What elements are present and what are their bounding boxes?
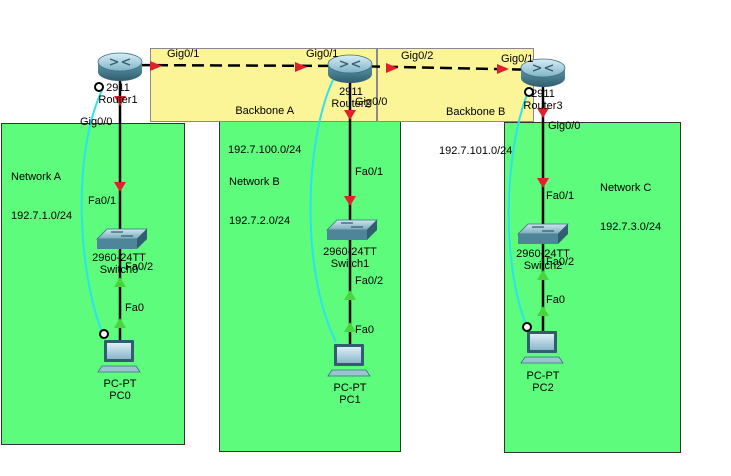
switch2-model: 2960-24TT [516, 248, 570, 260]
pc0-model: PC-PT [103, 378, 137, 390]
link-status-down-r3-gig01 [497, 64, 509, 74]
backbone-a-subnet: 192.7.100.0/24 [228, 144, 302, 156]
console-port-pc0[interactable] [99, 329, 109, 339]
port-label-r3-gig00: Gig0/0 [548, 120, 581, 132]
network-b-name: Network B [229, 176, 280, 188]
switch0-name: Switch0 [99, 264, 139, 276]
port-label-r3-gig01: Gig0/1 [501, 53, 534, 65]
router2-model: 2911 [339, 86, 363, 98]
link-status-up-pc2-fa0 [537, 306, 549, 316]
router1-model: 2911 [106, 82, 130, 94]
link-status-down-sw0-fa01 [114, 182, 126, 192]
network-b-area [219, 121, 401, 452]
port-label-sw1-fa02: Fa0/2 [355, 275, 384, 287]
router3-label[interactable]: 2911 Router3 [508, 88, 578, 112]
switch2-name: Switch2 [523, 260, 563, 272]
backbone-b-area [377, 48, 534, 122]
link-status-up-pc1-fa0 [344, 322, 356, 332]
pc0-icon[interactable] [97, 340, 141, 373]
link-status-down-r1-gig00 [114, 96, 126, 106]
network-a-name: Network A [11, 171, 62, 183]
network-c-subnet: 192.7.3.0/24 [600, 221, 662, 233]
switch1-icon[interactable] [326, 219, 378, 240]
network-b-label: Network B 192.7.2.0/24 [229, 150, 290, 241]
pc1-icon[interactable] [327, 344, 371, 377]
pc0-name: PC0 [109, 390, 131, 402]
console-cable-pc2-router3[interactable] [507, 91, 529, 328]
router1-label[interactable]: 2911 Router1 [83, 82, 153, 106]
pc1-model: PC-PT [333, 382, 367, 394]
link-status-up-sw2-fa02 [537, 270, 549, 280]
network-c-label: Network C 192.7.3.0/24 [600, 156, 661, 247]
network-c-area [504, 122, 681, 453]
router1-icon[interactable] [97, 52, 143, 81]
port-label-pc1-fa0: Fa0 [355, 324, 374, 336]
port-label-r1-gig00: Gig0/0 [80, 116, 113, 128]
link-router2-router3[interactable] [349, 64, 544, 72]
pc1-name: PC1 [339, 394, 361, 406]
link-status-up-pc0-fa0 [114, 318, 126, 328]
switch0-icon[interactable] [96, 228, 148, 249]
switch0-label[interactable]: 2960-24TT Switch0 [84, 252, 154, 276]
port-label-r2-gig00: Gig0/0 [355, 96, 388, 108]
switch2-icon[interactable] [517, 223, 569, 244]
backbone-b-label: Backbone B 192.7.101.0/24 [439, 80, 512, 171]
link-status-down-r2-gig02 [386, 63, 398, 73]
link-status-down-r2-gig00 [344, 110, 356, 120]
link-status-down-r3-gig00 [537, 108, 549, 118]
network-a-area [1, 123, 185, 445]
backbone-b-name: Backbone B [446, 106, 506, 118]
pc0-label[interactable]: PC-PT PC0 [85, 378, 155, 402]
router1-name: Router1 [98, 94, 138, 106]
console-cable-pc1-router2[interactable] [309, 79, 337, 343]
pc2-model: PC-PT [526, 370, 560, 382]
pc1-label[interactable]: PC-PT PC1 [315, 382, 385, 406]
port-label-pc2-fa0: Fa0 [546, 294, 565, 306]
port-label-sw0-fa01: Fa0/1 [88, 195, 117, 207]
network-c-name: Network C [600, 182, 652, 194]
port-label-sw0-fa02: Fa0/2 [125, 261, 154, 273]
port-label-pc0-fa0: Fa0 [125, 302, 144, 314]
port-label-sw2-fa02: Fa0/2 [546, 256, 575, 268]
network-a-subnet: 192.7.1.0/24 [11, 210, 73, 222]
link-status-up-sw1-fa02 [344, 290, 356, 300]
console-cable-pc0-router1[interactable] [80, 89, 104, 335]
console-port-router1[interactable] [94, 82, 104, 92]
link-status-down-sw2-fa01 [537, 178, 549, 188]
link-status-down-r1-gig01 [150, 61, 162, 71]
network-b-subnet: 192.7.2.0/24 [229, 215, 291, 227]
backbone-a-name: Backbone A [235, 105, 295, 117]
router2-label[interactable]: 2911 Router2 [316, 86, 386, 110]
router2-icon[interactable] [327, 54, 373, 83]
router3-model: 2911 [531, 88, 555, 100]
port-label-r2-gig02: Gig0/2 [401, 50, 434, 62]
link-status-down-r2-gig01 [295, 62, 307, 72]
network-a-label: Network A 192.7.1.0/24 [11, 145, 72, 236]
pc2-name: PC2 [532, 382, 554, 394]
switch0-model: 2960-24TT [92, 252, 146, 264]
pc2-icon[interactable] [520, 331, 564, 364]
link-status-up-sw0-fa02 [114, 277, 126, 287]
switch1-name: Switch1 [330, 258, 370, 270]
switch1-label[interactable]: 2960-24TT Switch1 [315, 246, 385, 270]
console-port-router3[interactable] [524, 87, 534, 97]
router2-name: Router2 [331, 98, 371, 110]
port-label-sw1-fa01: Fa0/1 [355, 166, 384, 178]
link-status-down-sw1-fa01 [344, 196, 356, 206]
console-port-pc2[interactable] [522, 322, 532, 332]
port-label-sw2-fa01: Fa0/1 [546, 190, 575, 202]
router3-icon[interactable] [520, 58, 566, 87]
pc2-label[interactable]: PC-PT PC2 [508, 370, 578, 394]
backbone-b-subnet: 192.7.101.0/24 [439, 145, 513, 157]
backbone-a-label: Backbone A 192.7.100.0/24 [228, 79, 301, 170]
switch1-model: 2960-24TT [323, 246, 377, 258]
port-label-r2-gig01: Gig0/1 [306, 48, 339, 60]
port-label-r1-gig01: Gig0/1 [167, 48, 200, 60]
switch2-label[interactable]: 2960-24TT Switch2 [508, 248, 578, 272]
router3-name: Router3 [523, 100, 563, 112]
